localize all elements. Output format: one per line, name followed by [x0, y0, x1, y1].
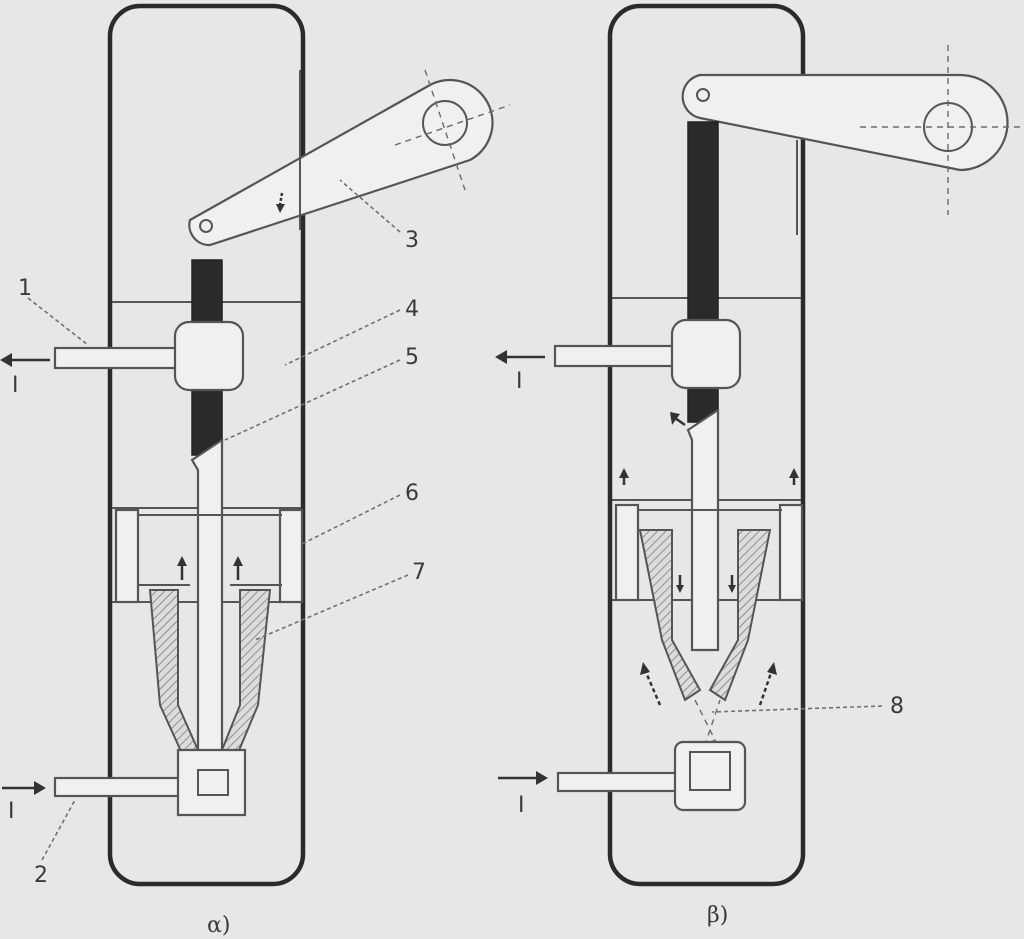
part-label-5: 5	[405, 345, 419, 370]
flow-arrow-out-b	[495, 350, 545, 364]
leader-3	[339, 179, 401, 233]
leader-1	[27, 297, 89, 346]
view-beta	[495, 3, 1024, 887]
cylinder-block-a	[114, 508, 304, 604]
part-label-2: 2	[34, 863, 48, 888]
lever-arm-a	[188, 69, 511, 247]
part-label-3: 3	[405, 228, 419, 253]
part-label-8: 8	[890, 694, 904, 719]
flow-mark-a-in: I	[8, 799, 15, 824]
flow-arrow-in-a	[2, 781, 46, 795]
flow-mark-b-out: I	[516, 369, 523, 394]
rod-tube-b	[686, 407, 720, 652]
flow-mark-a-out: I	[12, 373, 19, 398]
internal-arrows-a	[177, 192, 285, 580]
part-label-4: 4	[405, 297, 419, 322]
rod-tube-a	[190, 437, 224, 787]
leader-6	[299, 494, 401, 546]
caption-beta: β)	[707, 903, 728, 928]
flow-arrow-in-b	[498, 771, 548, 785]
view-alpha	[0, 3, 511, 887]
housing-outline-b	[607, 3, 806, 887]
inlet-pipe-a	[53, 748, 247, 817]
part-label-1: 1	[18, 276, 32, 301]
outlet-pipe-b	[553, 318, 742, 390]
internal-arrows-b	[619, 412, 799, 706]
housing-outline-a	[107, 3, 306, 887]
flow-arrow-out-a	[0, 353, 50, 367]
nozzle-b	[694, 699, 721, 747]
part-label-7: 7	[412, 560, 426, 585]
leader-5	[224, 359, 401, 441]
outlet-pipe-a	[53, 320, 245, 392]
leader-8	[711, 705, 883, 713]
chamber-wall-right-a	[220, 589, 272, 762]
leader-2	[41, 799, 76, 861]
part-label-6: 6	[405, 481, 419, 506]
inlet-pipe-b	[556, 740, 747, 812]
chamber-wall-right-b	[708, 529, 772, 702]
leader-4	[284, 309, 401, 366]
flow-mark-b-in: I	[518, 793, 525, 818]
caption-alpha: α)	[207, 913, 230, 938]
lever-arm-b	[681, 45, 1024, 215]
chamber-wall-left-b	[638, 529, 702, 702]
chamber-wall-left-a	[148, 589, 200, 762]
cylinder-block-b	[614, 503, 804, 602]
